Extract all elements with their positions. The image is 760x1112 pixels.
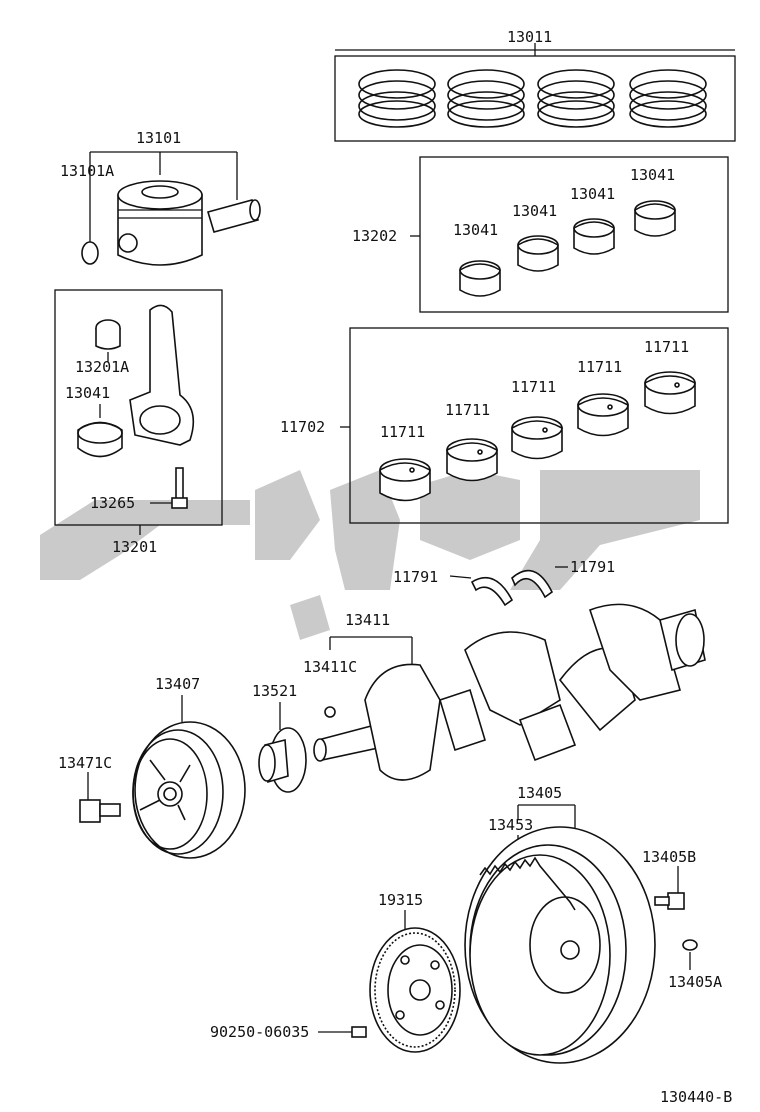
connecting-rod-assembly <box>54 289 223 535</box>
label-13521: 13521 <box>252 682 297 700</box>
label-13041-b: 13041 <box>512 202 557 220</box>
crankshaft <box>313 603 706 781</box>
snap-ring <box>81 241 99 265</box>
label-11791-right: 11791 <box>570 558 615 576</box>
crank-pulley <box>132 695 246 859</box>
signal-plate <box>369 910 461 1053</box>
ring-gear-teeth <box>479 856 576 911</box>
label-13041-rod: 13041 <box>65 384 110 402</box>
label-13405: 13405 <box>517 784 562 802</box>
ring-stack-2 <box>447 69 525 128</box>
label-13405b: 13405B <box>642 848 696 866</box>
bearing-shell <box>459 260 501 297</box>
label-13041-c: 13041 <box>570 185 615 203</box>
flywheel-pin <box>682 939 698 970</box>
bearing-shell <box>644 371 696 415</box>
diagram-code: 130440-B <box>660 1088 732 1106</box>
label-13041-d: 13041 <box>630 166 675 184</box>
label-11702: 11702 <box>280 418 325 436</box>
watermark-logo <box>40 470 700 640</box>
piston-pin <box>206 199 261 233</box>
label-11711-b: 11711 <box>445 401 490 419</box>
label-11711-d: 11711 <box>577 358 622 376</box>
bearing-shell <box>379 458 431 502</box>
label-13407: 13407 <box>155 675 200 693</box>
flywheel-bolt <box>654 866 685 910</box>
label-11711-e: 11711 <box>644 338 689 356</box>
bearing-shell <box>511 416 563 460</box>
pulley-bolt <box>79 772 121 823</box>
label-13201a: 13201A <box>75 358 129 376</box>
label-13265: 13265 <box>90 494 135 512</box>
label-13101: 13101 <box>136 129 181 147</box>
label-11711-a: 11711 <box>380 423 425 441</box>
bearing-shell <box>634 200 676 237</box>
dowel-pin <box>318 1026 367 1038</box>
label-13202: 13202 <box>352 227 397 245</box>
label-11711-c: 11711 <box>511 378 556 396</box>
ring-stack-3 <box>537 69 615 128</box>
bearing-shell <box>446 438 498 482</box>
ring-stack-4 <box>629 69 707 128</box>
bearing-shell <box>517 235 559 272</box>
ring-stack-1 <box>358 69 436 128</box>
label-13411c: 13411C <box>303 658 357 676</box>
label-19315: 19315 <box>378 891 423 909</box>
piston-ring-set <box>334 43 736 142</box>
label-13405a: 13405A <box>668 973 722 991</box>
label-11791-left: 11791 <box>393 568 438 586</box>
label-13453: 13453 <box>488 816 533 834</box>
label-13471c: 13471C <box>58 754 112 772</box>
crank-pin-bearing-set <box>410 156 729 313</box>
bearing-shell <box>577 393 629 437</box>
label-13041-a: 13041 <box>453 221 498 239</box>
key <box>324 706 336 718</box>
label-13101a: 13101A <box>60 162 114 180</box>
main-bearing-set <box>340 327 729 524</box>
label-13011: 13011 <box>507 28 552 46</box>
label-90250-06035: 90250-06035 <box>210 1023 309 1041</box>
label-13411: 13411 <box>345 611 390 629</box>
timing-gear <box>258 702 307 793</box>
bearing-shell <box>573 218 615 255</box>
label-13201: 13201 <box>112 538 157 556</box>
flywheel-assembly <box>464 804 656 1064</box>
thrust-washers <box>449 566 568 607</box>
piston-assembly <box>81 151 261 266</box>
